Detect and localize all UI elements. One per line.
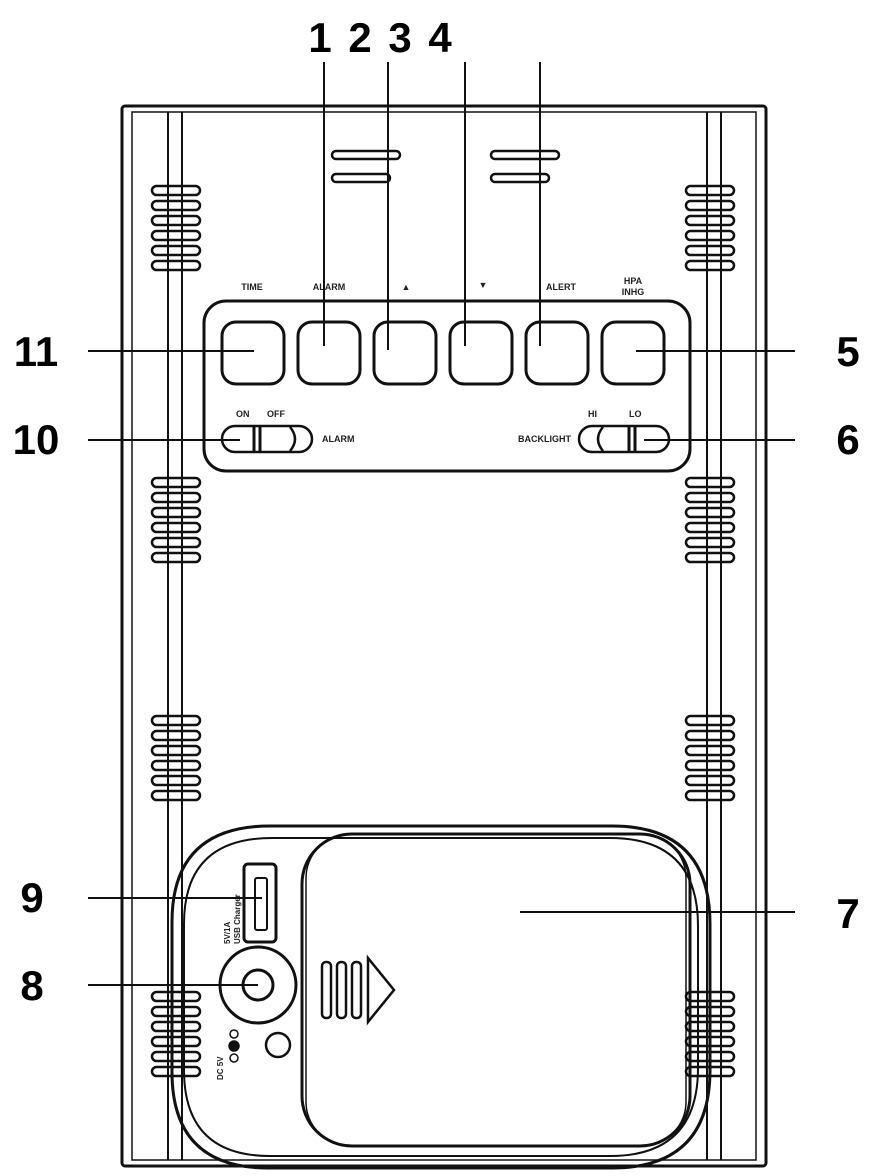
usb-port[interactable] bbox=[242, 862, 278, 944]
alert-button[interactable] bbox=[524, 320, 590, 386]
vent-slot bbox=[684, 244, 736, 257]
usb-port-label-line2: USB Charger bbox=[233, 894, 242, 944]
usb-port-label-line1: 5V/1A bbox=[223, 922, 232, 944]
alarm-switch-on-label: ON bbox=[236, 409, 250, 419]
vent-slot bbox=[150, 729, 202, 742]
dc-jack-label: DC 5V bbox=[216, 1056, 225, 1080]
vent-slot bbox=[150, 229, 202, 242]
vent-slot bbox=[684, 259, 736, 272]
vent-slot bbox=[684, 729, 736, 742]
backlight-lo-label: LO bbox=[629, 409, 642, 419]
vent-slot bbox=[150, 1020, 202, 1033]
open-arrow-icon bbox=[320, 954, 396, 1026]
dc-jack[interactable] bbox=[218, 945, 298, 1059]
vent-slot bbox=[684, 744, 736, 757]
vent-slot bbox=[684, 214, 736, 227]
unit-button[interactable] bbox=[600, 320, 666, 386]
vent-slot bbox=[150, 714, 202, 727]
vent-slot bbox=[684, 476, 736, 489]
vent-slot bbox=[684, 714, 736, 727]
vent-slot bbox=[684, 521, 736, 534]
callout-11: 11 bbox=[14, 328, 58, 375]
vent-slot bbox=[150, 506, 202, 519]
up-button-label: ▲ bbox=[402, 282, 411, 292]
battery-area-inner bbox=[183, 837, 699, 1157]
vent-slot bbox=[150, 491, 202, 504]
vent-slot bbox=[150, 521, 202, 534]
callout-5: 5 bbox=[836, 328, 859, 375]
vent-slot bbox=[150, 1065, 202, 1078]
vent-slot bbox=[150, 789, 202, 802]
leader-lines bbox=[88, 62, 795, 986]
battery-area-outer bbox=[170, 824, 712, 1170]
device-case bbox=[120, 104, 768, 1168]
vent-slot bbox=[684, 551, 736, 564]
alarm-button[interactable] bbox=[296, 320, 362, 386]
control-panel bbox=[202, 299, 692, 473]
device-case-inner bbox=[131, 111, 757, 1161]
vent-slot bbox=[684, 229, 736, 242]
callout-8: 8 bbox=[20, 962, 43, 1009]
callout-6: 6 bbox=[836, 416, 859, 463]
vent-slot bbox=[684, 774, 736, 787]
unit-button-label: HPA bbox=[624, 276, 643, 286]
vent-slot bbox=[684, 536, 736, 549]
top-slots bbox=[330, 149, 561, 184]
backlight-hi-label: HI bbox=[588, 409, 597, 419]
alert-button-label: ALERT bbox=[546, 282, 576, 292]
vent-slot bbox=[150, 259, 202, 272]
vent-slot bbox=[150, 244, 202, 257]
vent-slot bbox=[150, 184, 202, 197]
vent-slot bbox=[684, 199, 736, 212]
vent-slot bbox=[150, 1035, 202, 1048]
alarm-switch-off-label: OFF bbox=[267, 409, 285, 419]
vent-slot bbox=[150, 744, 202, 757]
backlight-switch-label: BACKLIGHT bbox=[518, 434, 571, 444]
unit-button-sublabel: INHG bbox=[622, 287, 645, 297]
callout-1: 1 bbox=[308, 14, 331, 61]
vent-slot bbox=[684, 506, 736, 519]
callout-4: 4 bbox=[428, 14, 452, 61]
dc-polarity-icon bbox=[228, 1029, 240, 1063]
vent-slot bbox=[150, 990, 202, 1003]
vent-slot bbox=[150, 551, 202, 564]
callout-2: 2 bbox=[348, 14, 371, 61]
vent-slot bbox=[684, 789, 736, 802]
vent-slot bbox=[150, 536, 202, 549]
vent-slot bbox=[150, 214, 202, 227]
vent-slot bbox=[684, 184, 736, 197]
callout-9: 9 bbox=[20, 874, 43, 921]
vent-grills bbox=[150, 184, 736, 1078]
vent-slot bbox=[150, 199, 202, 212]
vent-slot bbox=[150, 1005, 202, 1018]
vent-slot bbox=[684, 759, 736, 772]
vent-slot bbox=[150, 1050, 202, 1063]
time-button[interactable] bbox=[220, 320, 286, 386]
callout-3: 3 bbox=[388, 14, 411, 61]
up-button[interactable] bbox=[372, 320, 438, 386]
alarm-switch-label: ALARM bbox=[322, 434, 355, 444]
vent-slot bbox=[150, 774, 202, 787]
time-button-label: TIME bbox=[241, 282, 263, 292]
down-button[interactable] bbox=[448, 320, 514, 386]
callout-10: 10 bbox=[13, 416, 60, 463]
down-button-label: ▼ bbox=[479, 280, 488, 290]
vent-slot bbox=[150, 476, 202, 489]
vent-slot bbox=[684, 491, 736, 504]
callout-7: 7 bbox=[836, 890, 859, 937]
alarm-button-label: ALARM bbox=[313, 282, 346, 292]
vent-slot bbox=[150, 759, 202, 772]
